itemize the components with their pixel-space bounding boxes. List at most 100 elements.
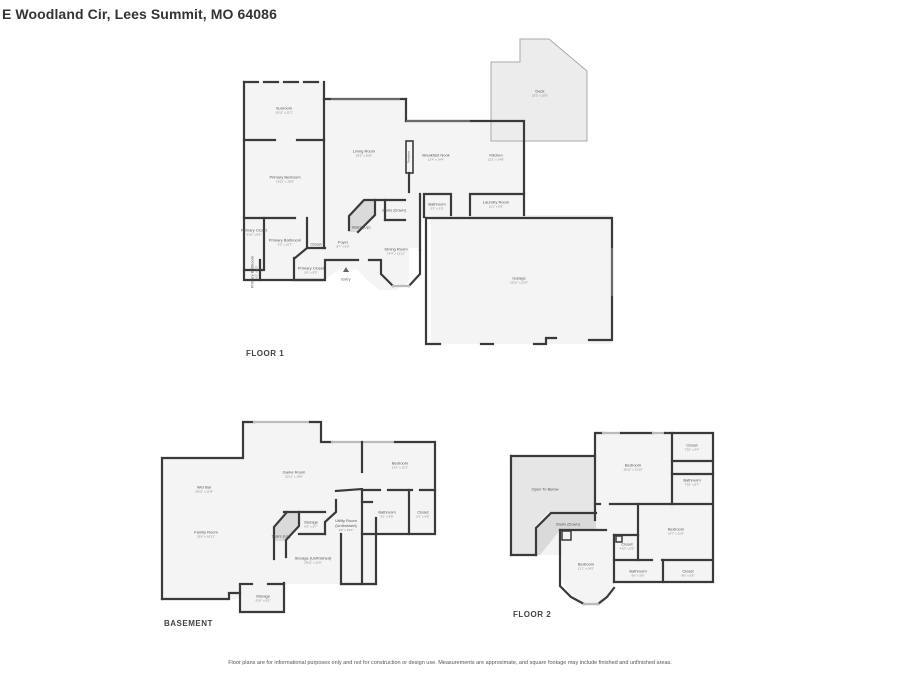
room-name: Entry <box>341 276 351 282</box>
room-name: Bedroom <box>667 526 685 532</box>
room-dims: 14'4" x 12'11" <box>387 251 405 256</box>
deck-area <box>490 38 588 142</box>
room-name: Kitchen <box>489 152 503 158</box>
room-name: Wet Bar <box>196 484 212 490</box>
room-name: Bedroom <box>577 561 595 567</box>
room-name: Laundry Room <box>482 199 510 205</box>
room-name: Game Room <box>282 469 306 475</box>
room-name: Primary Closet <box>240 227 268 233</box>
room-name: Stairs (Up) <box>351 224 371 230</box>
room-stairs-down: Stairs (Down) <box>382 208 406 213</box>
room-dims: 19'2" x 20'0" <box>531 93 549 98</box>
room-dims: 8'7" x 6'0" <box>336 244 350 249</box>
room-name: Closet <box>417 509 429 515</box>
room-name: Stairs (Up) <box>271 533 291 539</box>
room-dims: 16'11" x 15'8" <box>276 179 294 184</box>
room-name: Open To Below <box>531 486 559 492</box>
room-dims: 9'6" x 5'6" <box>631 573 645 578</box>
room-name: Breakfast Nook <box>422 152 450 158</box>
room-dims: 22'11" x 18'6" <box>285 474 303 479</box>
room-name: Bedroom <box>624 462 642 468</box>
room-name: Storage <box>255 593 271 599</box>
room-dims: 18'2" x 20'0" <box>355 153 373 158</box>
room-name: Deck <box>535 88 545 94</box>
room-name: Foyer <box>337 239 349 245</box>
room-name: Bathroom <box>629 568 647 574</box>
room-name: Fireplace <box>406 150 411 164</box>
room-name: Closet <box>686 442 698 448</box>
room-name: Storage (Unfinished) <box>294 555 332 561</box>
room-dims: 9'6" x 16'0" <box>338 528 354 532</box>
room-dims: 12'4" x 14'4" <box>427 157 445 162</box>
room-fireplace: Fireplace <box>407 151 412 163</box>
room-dims: 16'11" x 13'10" <box>623 467 643 472</box>
room-name: Living Room <box>352 148 376 154</box>
room-dims: 11'1" x 14'2" <box>577 566 595 571</box>
room-name: Garage <box>512 275 526 281</box>
room-dims: 22'11" x 22'9" <box>510 280 528 285</box>
room-closet: Closet <box>310 242 321 247</box>
room-dims: 4'10" x 5'8" <box>619 546 635 551</box>
room-dims: 14'7" x 11'8" <box>667 531 685 536</box>
floor1-label: FLOOR 1 <box>246 349 285 358</box>
room-name: Closet <box>621 541 633 547</box>
room-dims: 11'1" x 6'8" <box>488 204 504 209</box>
room-name: Primary Bedroom <box>269 174 301 180</box>
room-dims: 9'6" x 5'6" <box>681 573 695 578</box>
room-dims: 9'2" x 10'7" <box>277 242 293 247</box>
room-name: Bathroom <box>428 201 446 207</box>
room-name: Closet <box>310 241 322 247</box>
room-name: Bedroom <box>391 460 409 466</box>
room-dims: 13'1" x 14'8" <box>487 157 505 162</box>
room-dims: 9'1" x 8'9" <box>380 514 394 519</box>
room-entry: Entry <box>341 277 350 282</box>
room-dims: 5'10" x 6'6" <box>246 232 262 237</box>
room-utility-room: Utility Room (Unfinished)9'6" x 16'0" <box>331 518 361 532</box>
room-dims: 7'10" x 8'7" <box>684 482 700 487</box>
room-name: Utility Room (Unfinished) <box>335 518 357 528</box>
room-dims: 6'10" x 5'5" <box>255 598 271 603</box>
room-name: Storage <box>303 519 319 525</box>
room-dims: 28'6" x 16'11" <box>197 534 215 539</box>
disclaimer-text: Floor plans are for informational purpos… <box>228 660 672 666</box>
floor2-label: FLOOR 2 <box>513 610 552 619</box>
room-name: Bathroom <box>683 477 701 483</box>
room-dims: 5'6" x 6'0" <box>254 265 259 279</box>
room-dims: 18'11" x 11'8" <box>195 489 213 494</box>
room-dims: 14'1" x 10'1" <box>391 465 409 470</box>
entry-arrow-icon <box>343 267 349 272</box>
room-name: Primary Bathroom <box>268 237 302 243</box>
room-stairs-up: Stairs (Up) <box>271 534 290 539</box>
room-stairs-down: Stairs (Down) <box>556 522 580 527</box>
room-storage-unfinished: Storage (Unfinished)18'11" x 11'6" <box>295 556 332 565</box>
basement-label: BASEMENT <box>164 619 213 628</box>
room-name: Stairs (Down) <box>555 521 581 527</box>
